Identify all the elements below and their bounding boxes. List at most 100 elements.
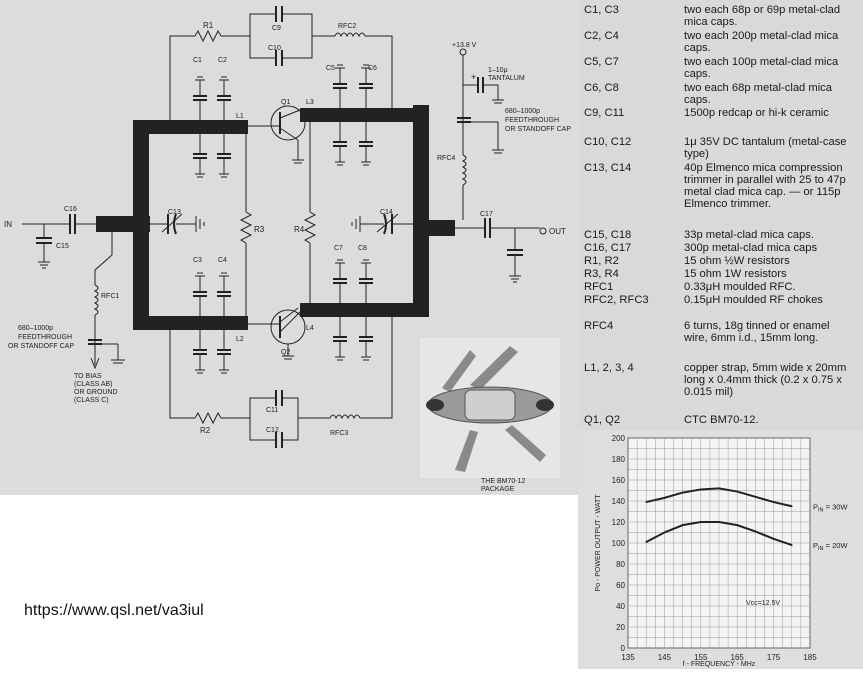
label-feedthrough-out-value: 680–1000p — [505, 108, 540, 115]
part-reference: C16, C17 — [584, 242, 632, 254]
label-r3: R3 — [254, 225, 265, 234]
label-l4: L4 — [306, 325, 314, 332]
part-reference: C5, C7 — [584, 56, 619, 68]
part-description: two each 200p metal-clad mica caps. — [684, 30, 839, 54]
source-url: https://www.qsl.net/va3iul — [24, 602, 204, 619]
y-tick-label: 160 — [612, 476, 626, 485]
x-tick-label: 175 — [767, 653, 781, 662]
part-reference: L1, 2, 3, 4 — [584, 362, 634, 374]
part-description: 6 turns, 18g tinned or enamel wire, 6mm … — [684, 320, 830, 344]
input-stripline — [96, 216, 150, 232]
part-description: 300p metal-clad mica caps — [684, 242, 818, 254]
shunt-capacitor-3 — [193, 76, 207, 120]
label-c10: C10 — [268, 45, 281, 52]
shunt-capacitor-2 — [217, 134, 231, 178]
part-reference: C10, C12 — [584, 136, 632, 148]
label-class-c: (CLASS C) — [74, 397, 109, 404]
data-point — [736, 490, 738, 493]
part-reference: C9, C11 — [584, 107, 625, 119]
part-description: two each 68p or 69p metal-clad mica caps… — [684, 4, 841, 28]
data-point — [663, 497, 666, 499]
part-description: 1500p redcap or hi-k ceramic — [684, 107, 829, 119]
label-rfc2: RFC2 — [338, 23, 356, 30]
x-tick-label: 185 — [803, 653, 817, 662]
part-reference: RFC4 — [584, 320, 614, 332]
data-point — [736, 524, 738, 526]
x-tick-label: 155 — [694, 653, 708, 662]
shunt-capacitor-16 — [359, 317, 373, 361]
part-reference: C2, C4 — [584, 30, 619, 42]
data-point — [718, 521, 720, 523]
data-point — [754, 496, 757, 498]
label-supply: +13.8 V — [452, 42, 477, 49]
label-l1: L1 — [236, 113, 244, 120]
label-q2: Q2 — [281, 349, 290, 356]
part-reference: RFC2, RFC3 — [584, 294, 649, 306]
y-tick-label: 120 — [612, 518, 626, 527]
part-reference: Q1, Q2 — [584, 414, 621, 426]
y-tick-label: 100 — [612, 539, 626, 548]
data-point — [681, 524, 684, 526]
shunt-capacitors — [193, 64, 373, 374]
x-tick-label: 145 — [658, 653, 672, 662]
label-c4: C4 — [218, 257, 227, 264]
label-rfc1: RFC1 — [101, 293, 119, 300]
shunt-capacitor-8 — [217, 330, 231, 374]
part-description: 15 ohm 1W resistors — [684, 268, 787, 280]
shunt-capacitor-7 — [193, 330, 207, 374]
label-c11: C11 — [266, 407, 278, 414]
label-c2: C2 — [218, 57, 227, 64]
label-c15: C15 — [56, 243, 69, 250]
shunt-capacitor-10 — [359, 122, 373, 166]
vcc-annotation: Vcc=12.5V — [746, 600, 780, 607]
part-description: two each 100p metal-clad mica caps. — [684, 56, 839, 80]
part-reference: R1, R2 — [584, 255, 619, 267]
y-tick-label: 20 — [616, 623, 625, 632]
shunt-capacitor-12 — [359, 64, 373, 108]
label-rfc4: RFC4 — [437, 155, 455, 162]
shunt-capacitor-15 — [333, 317, 347, 361]
stripline-l4 — [300, 303, 429, 317]
data-point — [772, 501, 775, 503]
stripline-l3 — [300, 108, 429, 122]
bm70-12-package-photo — [420, 338, 560, 478]
part-description: copper strap, 5mm wide x 20mm long x 0.4… — [684, 362, 847, 398]
part-description: CTC BM70-12. — [684, 414, 759, 426]
label-feedthrough-in: FEEDTHROUGH — [18, 334, 72, 341]
label-c3: C3 — [193, 257, 202, 264]
part-description: 0.33μH moulded RFC. — [684, 281, 796, 293]
part-reference: RFC1 — [584, 281, 614, 293]
stripline-l1 — [133, 120, 248, 134]
label-c9: C9 — [272, 25, 281, 32]
label-r4: R4 — [294, 225, 305, 234]
shunt-capacitor-13 — [333, 259, 347, 303]
label-to-bias: TO BIAS — [74, 373, 102, 380]
label-package: PACKAGE — [481, 486, 515, 493]
label-standoff-in: OR STANDOFF CAP — [8, 343, 74, 350]
data-point — [791, 544, 793, 546]
y-tick-label: 0 — [621, 644, 626, 653]
label-tantalum: TANTALUM — [488, 75, 525, 82]
label-q1: Q1 — [281, 99, 290, 106]
label-package-name: THE BM70-12 — [481, 478, 525, 485]
label-feedthrough-out: FEEDTHROUGH — [505, 117, 559, 124]
label-c13: C13 — [168, 209, 181, 216]
part-description: 0.15μH moulded RF chokes — [684, 294, 823, 306]
svg-text:+: + — [471, 72, 476, 82]
y-tick-label: 180 — [612, 455, 626, 464]
label-c14: C14 — [380, 209, 393, 216]
x-tick-label: 135 — [621, 653, 635, 662]
stripline-l2 — [133, 316, 248, 330]
data-point — [772, 538, 775, 540]
data-point — [645, 541, 647, 543]
y-tick-label: 60 — [616, 581, 625, 590]
label-r1: R1 — [203, 21, 214, 30]
label-tantalum-value: 1–10μ — [488, 67, 508, 74]
shunt-capacitor-11 — [333, 64, 347, 108]
label-or-ground: OR GROUND — [74, 389, 118, 396]
part-description: two each 68p metal-clad mica caps. — [684, 82, 832, 106]
part-description: 33p metal-clad mica caps. — [684, 229, 814, 241]
x-tick-label: 165 — [731, 653, 745, 662]
data-point — [791, 505, 793, 508]
